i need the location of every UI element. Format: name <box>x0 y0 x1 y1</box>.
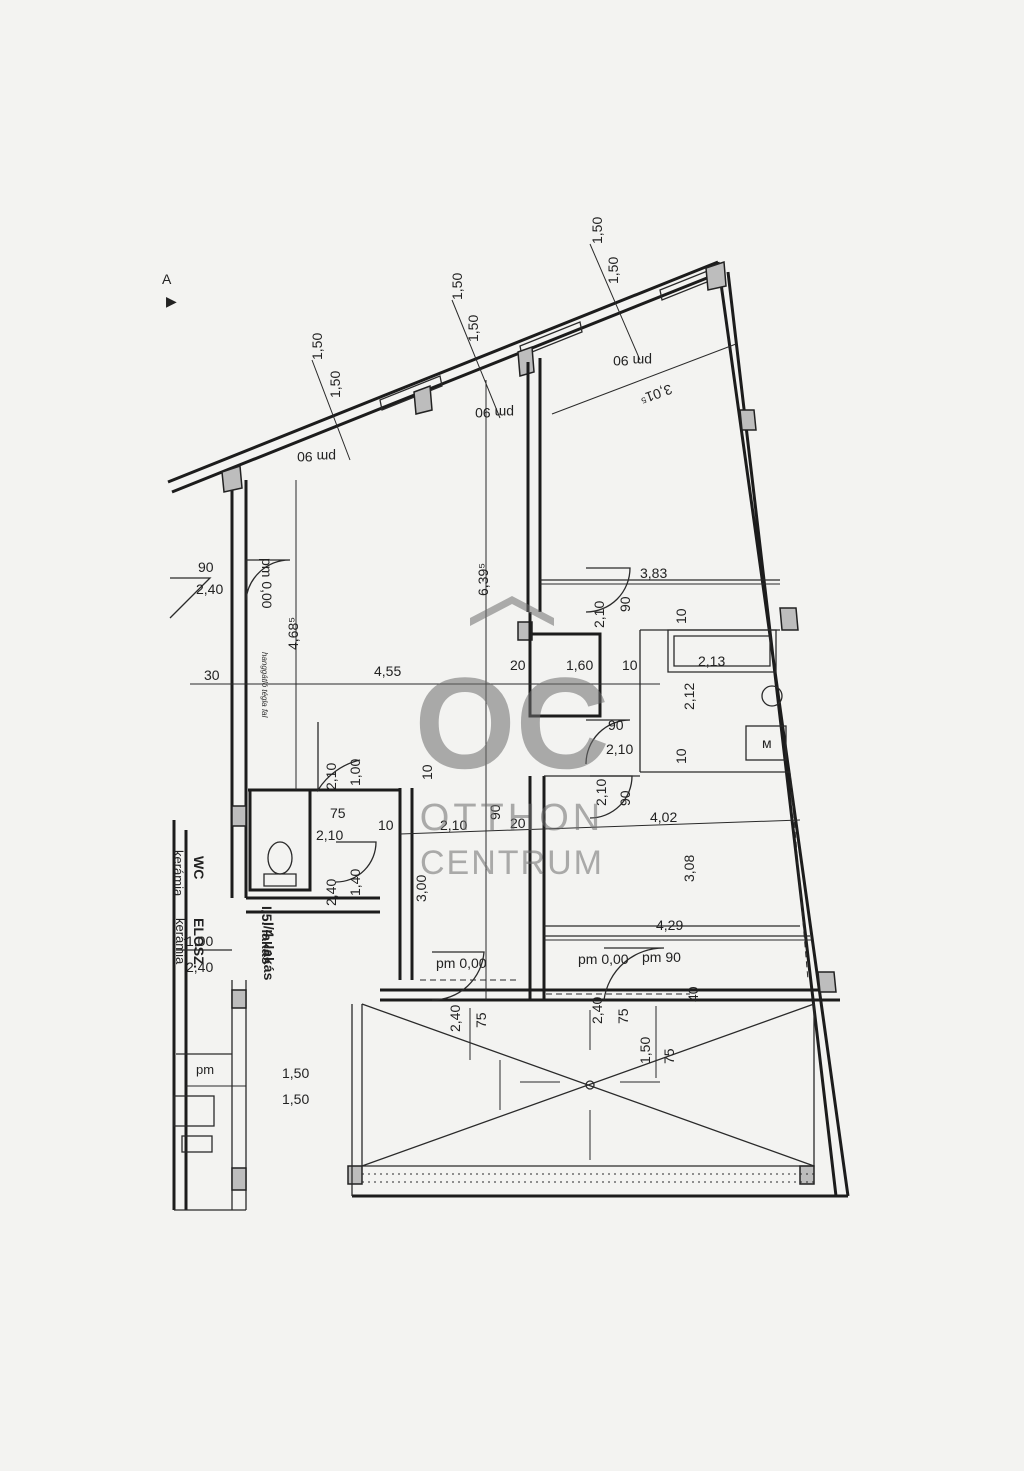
dim-label: 2,10 <box>593 779 609 806</box>
dimension-labels: 3,01⁵ 6,39⁵ 4,68⁵ 3,83 4,55 30 20 1,60 1… <box>186 381 725 1107</box>
dim-label: pm 90 <box>642 949 681 965</box>
unit-i4-label: I/4. lakás <box>261 922 277 981</box>
otthon-centrum-logo: OC OTTHON CENTRUM <box>415 596 610 882</box>
dim-label: pm 0,00 <box>578 951 629 967</box>
dim-label: 20 <box>510 657 526 673</box>
dim-label: 2,10 <box>606 741 633 757</box>
dim-label: 3,00 <box>413 875 429 902</box>
dim-label: 90 <box>617 596 633 612</box>
window-2-width: 1,50 <box>465 315 481 342</box>
eloszto-label: ELOSZ. <box>191 918 207 969</box>
dim-label: 1,50 <box>282 1065 309 1081</box>
window-1-width: 1,50 <box>327 371 343 398</box>
dim-label: pm <box>196 1062 214 1077</box>
window-1-sill: pm 90 <box>297 449 336 465</box>
dim-label: 2,12 <box>681 683 697 710</box>
watermark-logo: OC <box>415 650 610 796</box>
dim-label: 75 <box>615 1008 631 1024</box>
dim-label: 4,68⁵ <box>285 617 301 650</box>
marker-arrow: ▶ <box>166 293 177 309</box>
dim-label: 1,40 <box>347 869 363 896</box>
wall-note: hanggátló tégla fal <box>260 652 269 718</box>
dim-label: 10 <box>419 764 435 780</box>
window-3-sill: pm 90 <box>613 353 652 369</box>
dim-label: 2,40 <box>589 997 605 1024</box>
dim-label: 4,55 <box>374 663 401 679</box>
dim-label: 75 <box>473 1012 489 1028</box>
interior-walls: м <box>173 358 840 1153</box>
dim-label: 2,13 <box>698 653 725 669</box>
watermark-line1: OTTHON <box>420 797 604 839</box>
dim-label: 3,83 <box>640 565 667 581</box>
direction-marker: A ▶ <box>162 271 177 309</box>
dim-label: 2,40 <box>323 879 339 906</box>
dim-label: 90 <box>608 717 624 733</box>
dim-label: 4,29 <box>656 917 683 933</box>
door-swings <box>169 559 665 1001</box>
window-3-height: 1,50 <box>589 217 605 244</box>
dim-label: 75 <box>330 805 346 821</box>
eloszto-floor-label: kerámia <box>173 918 188 965</box>
dim-label: 2,40 <box>196 581 223 597</box>
dim-label: 2,10 <box>591 601 607 628</box>
dim-label: 3,01⁵ <box>638 381 675 407</box>
dim-label: 2,10 <box>440 817 467 833</box>
balcony <box>351 1003 815 1196</box>
watermark-line2: CENTRUM <box>420 844 604 882</box>
dim-label: 2,40 <box>186 959 213 975</box>
svg-text:м: м <box>762 735 772 751</box>
dim-label: 2,10 <box>323 763 339 790</box>
dim-label: 2,10 <box>316 827 343 843</box>
dim-label: 90 <box>198 559 214 575</box>
wc-floor-label: kerámia <box>171 850 186 897</box>
dim-label: 1,60 <box>566 657 593 673</box>
dim-label: 4,02 <box>650 809 677 825</box>
dim-label: 75 <box>661 1048 677 1064</box>
dim-label: 1,50 <box>637 1037 653 1064</box>
dim-label: 40 <box>685 986 701 1002</box>
dim-label: 2,40 <box>447 1005 463 1032</box>
wc-label: WC <box>191 856 207 879</box>
window-1-height: 1,50 <box>309 333 325 360</box>
window-2-sill: pm 90 <box>475 405 514 421</box>
room-labels: I/5. lakás I/4. lakás WC kerámia ELOSZ. … <box>171 652 277 981</box>
facade-windows <box>221 260 837 1191</box>
window-2-height: 1,50 <box>449 273 465 300</box>
dim-label: 1,00 <box>186 933 213 949</box>
dimension-lines <box>186 243 812 1087</box>
dim-label: 30 <box>204 667 220 683</box>
dim-label: 90 <box>487 804 503 820</box>
dim-label: 10 <box>673 608 689 624</box>
dim-label: 10 <box>378 817 394 833</box>
marker-label: A <box>162 271 172 287</box>
window-3-width: 1,50 <box>605 257 621 284</box>
dim-label: pm 0,00 <box>436 955 487 971</box>
dim-label: 1,00 <box>347 759 363 786</box>
dim-label: 3,08 <box>681 855 697 882</box>
dim-label: 20 <box>510 815 526 831</box>
dim-label: 10 <box>622 657 638 673</box>
unit-i5-label: I/5. lakás <box>259 906 275 965</box>
dim-label: 1,50 <box>282 1091 309 1107</box>
dim-label: 10 <box>673 748 689 764</box>
dim-label: pm 0,00 <box>259 558 275 609</box>
dim-label: 6,39⁵ <box>475 563 491 596</box>
window-labels: 1,50 1,50 pm 90 1,50 1,50 pm 90 1,50 1,5… <box>297 217 652 465</box>
dim-label: 90 <box>617 790 633 806</box>
